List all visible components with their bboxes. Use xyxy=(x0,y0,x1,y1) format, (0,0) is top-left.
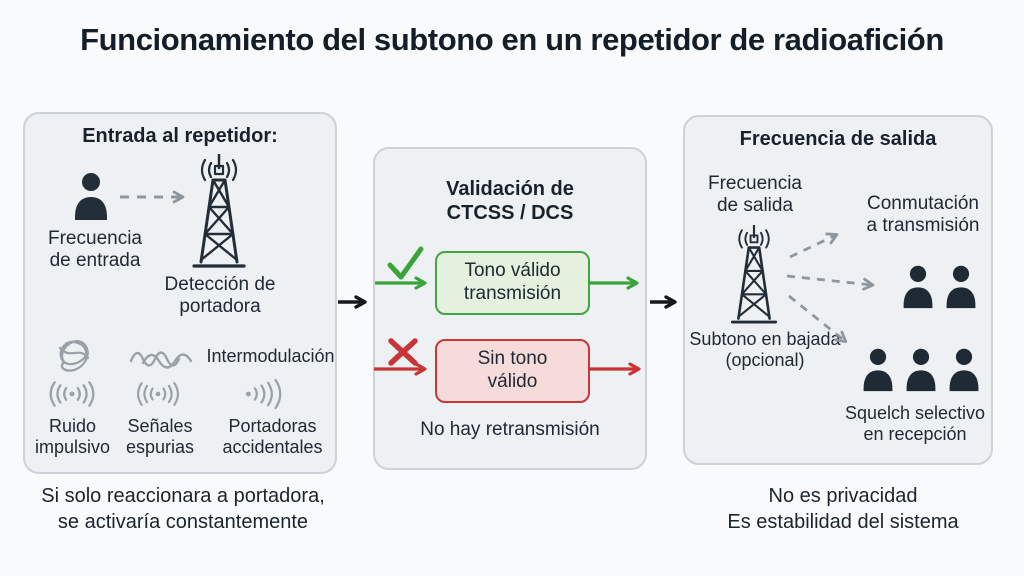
commutation-label: Conmutación a transmisión xyxy=(866,193,980,237)
validation-panel-header: Validación de CTCSS / DCS xyxy=(446,178,574,224)
output-frequency-label: Frecuencia de salida xyxy=(708,173,802,217)
x-icon xyxy=(388,338,418,366)
people-group-icon xyxy=(900,264,979,309)
input-frequency-label: Frecuencia de entrada xyxy=(48,228,142,272)
person-icon xyxy=(863,348,893,392)
input-panel: Entrada al repetidor: xyxy=(23,112,337,474)
intermodulation-label: Intermodulación xyxy=(206,346,335,366)
person-icon xyxy=(949,348,979,392)
person-icon xyxy=(906,348,936,392)
people-group-icon xyxy=(860,347,982,392)
person-icon xyxy=(75,173,107,220)
scribble-noise-icon xyxy=(58,339,90,372)
page-title: Funcionamiento del subtono en un repetid… xyxy=(80,22,944,57)
no-retransmission-label: No hay retransmisión xyxy=(420,419,600,440)
input-panel-header: Entrada al repetidor: xyxy=(82,125,278,147)
accidental-carriers-label: Portadoras accidentales xyxy=(222,416,323,458)
left-caption: Si solo reaccionara a portadora, se acti… xyxy=(41,485,325,533)
valid-tone-box: Tono válido transmisión xyxy=(435,251,590,315)
output-panel-header: Frecuencia de salida xyxy=(739,128,937,150)
output-panel: Frecuencia de salida Frecuencia de salid… xyxy=(683,115,993,465)
right-caption: No es privacidad Es estabilidad del sist… xyxy=(727,485,959,533)
impulsive-noise-label: Ruido impulsivo xyxy=(34,416,111,458)
check-icon xyxy=(387,246,424,280)
spurious-signals-label: Señales espurias xyxy=(125,416,195,458)
radio-tower-icon xyxy=(192,154,246,268)
radio-waves-icon xyxy=(49,381,95,407)
no-tone-box: Sin tono válido xyxy=(435,339,590,403)
person-icon xyxy=(903,265,933,309)
validation-panel: Validación de CTCSS / DCS Tono válido tr… xyxy=(373,147,647,470)
radio-waves-right-icon xyxy=(245,378,282,410)
carrier-detect-label: Detección de portadora xyxy=(164,274,276,318)
radio-tower-icon xyxy=(730,225,778,324)
radio-waves-icon xyxy=(136,382,180,406)
overlapping-waves-icon xyxy=(129,351,193,369)
squelch-label: Squelch selectivo en recepción xyxy=(844,403,986,445)
subtone-label: Subtono en bajada (opcional) xyxy=(689,329,841,371)
person-icon xyxy=(946,265,976,309)
